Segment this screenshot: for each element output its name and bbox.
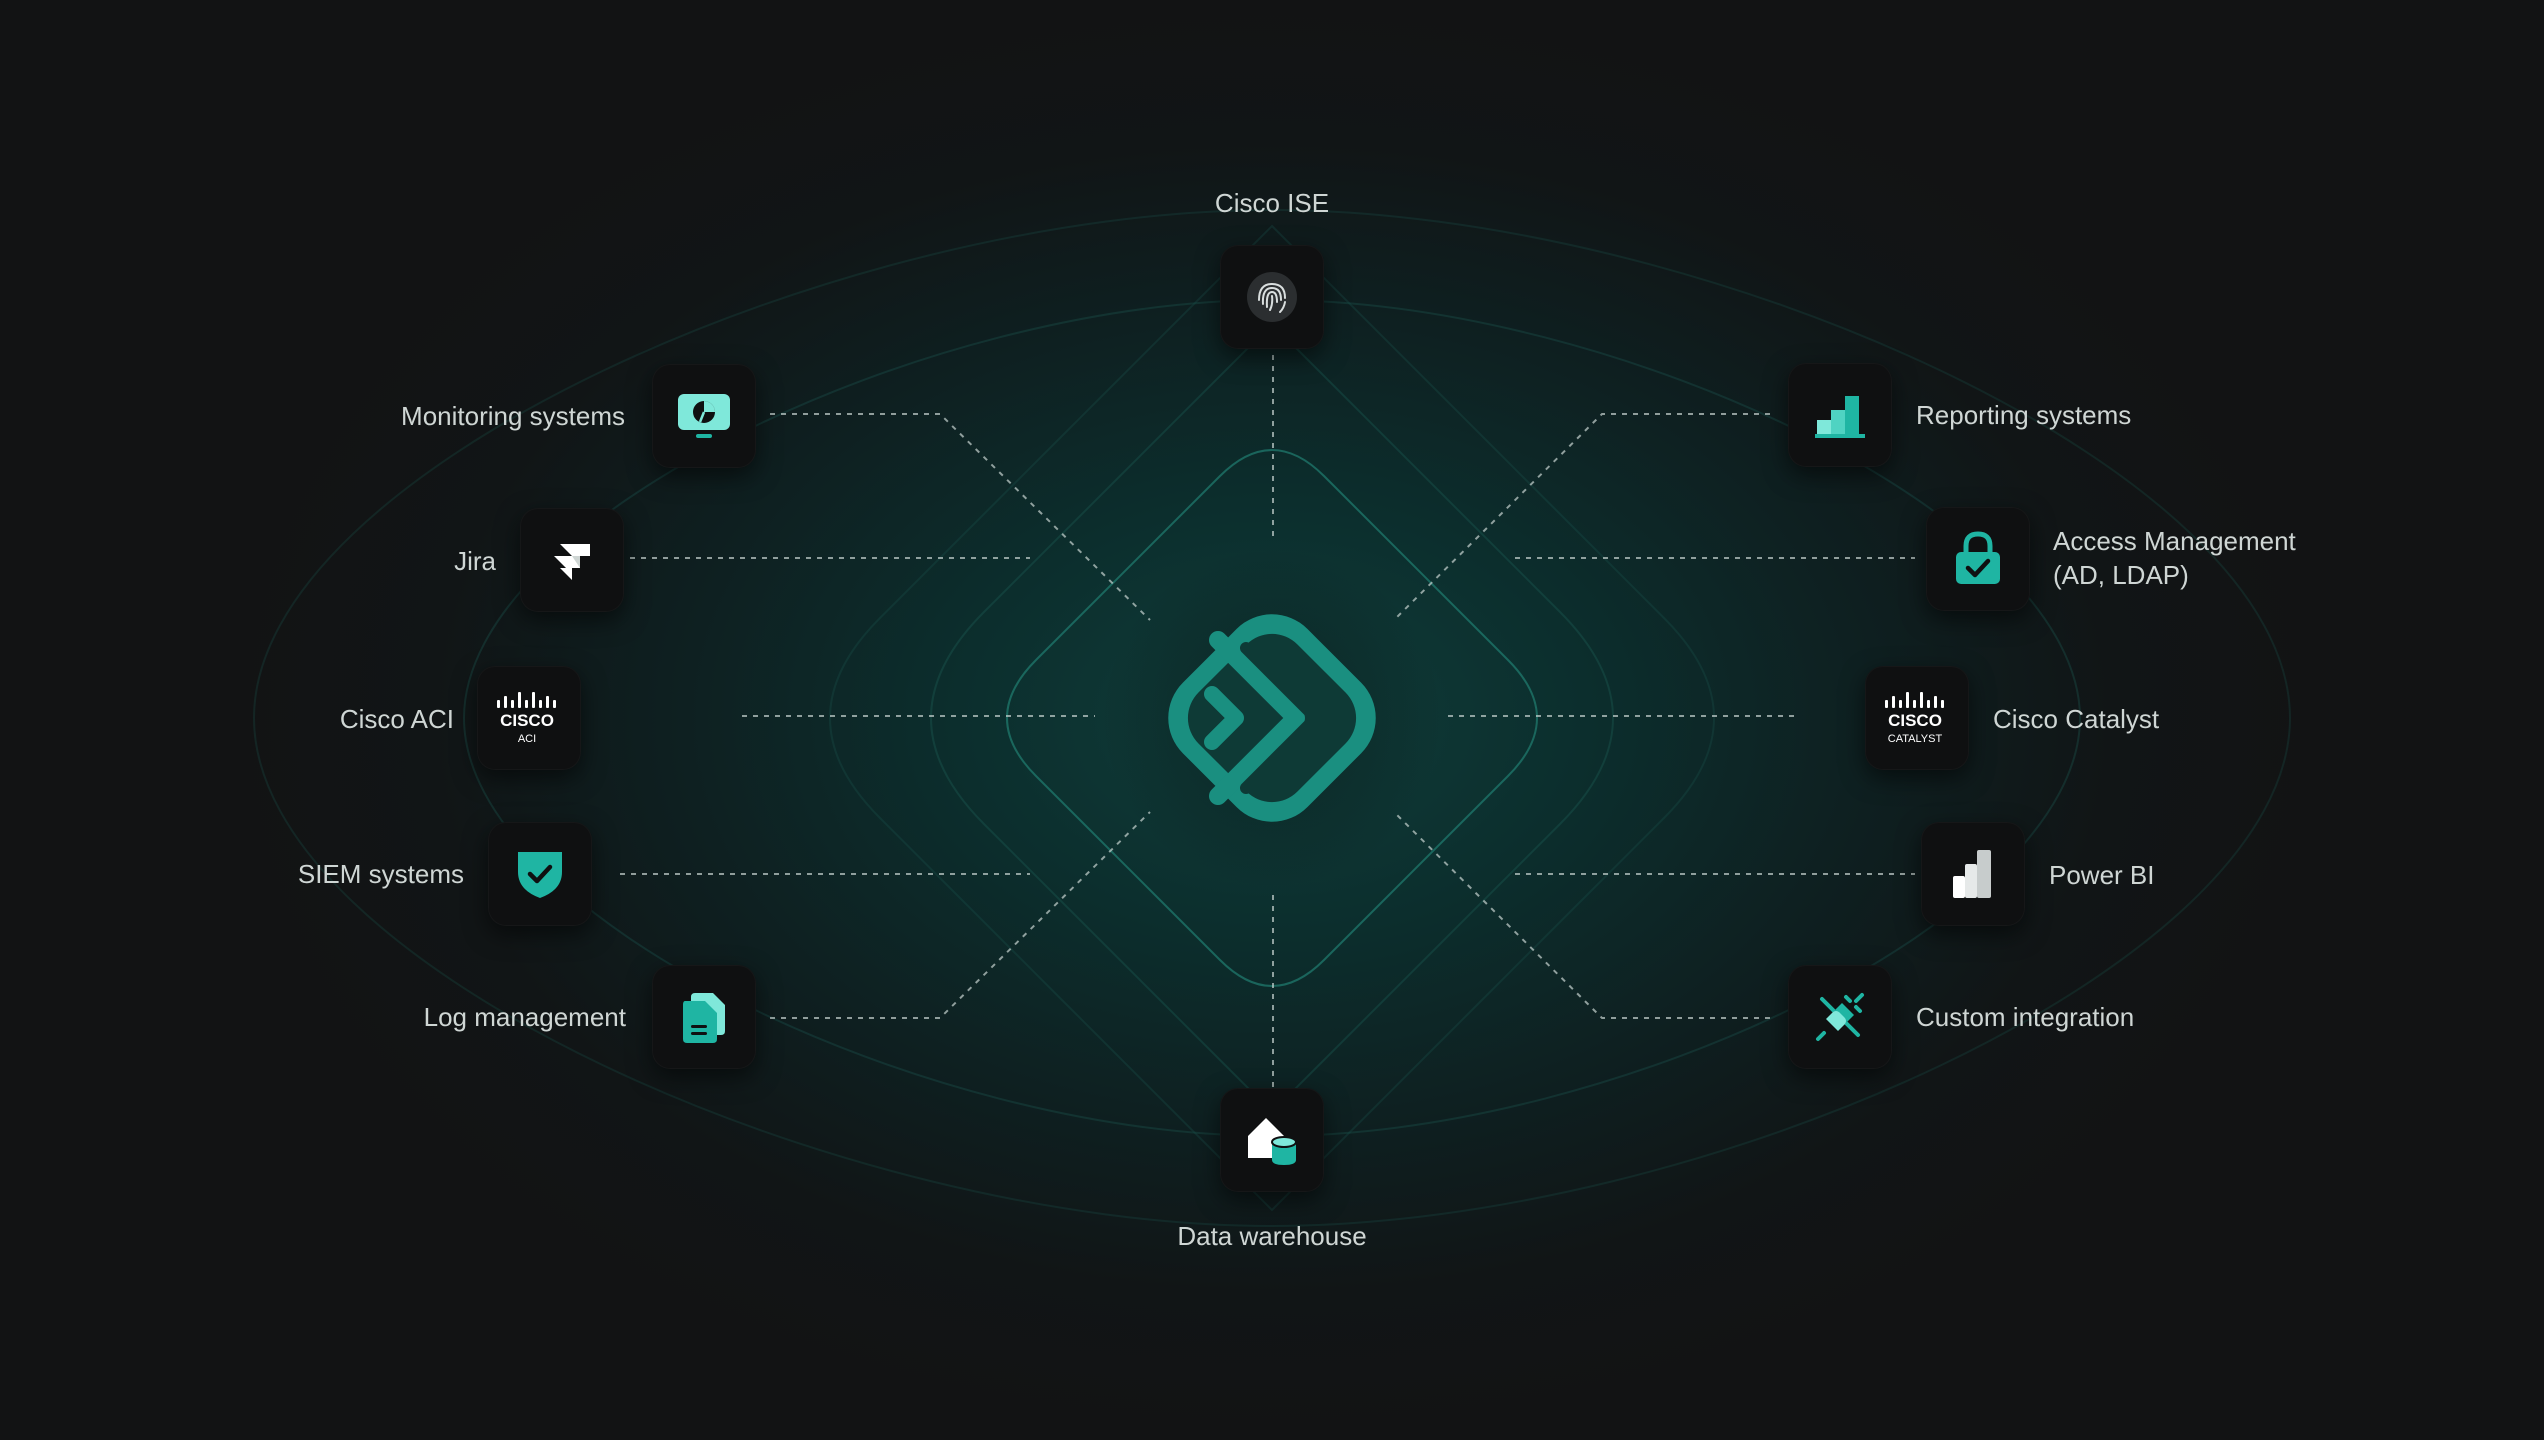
log-mgmt-label: Log management: [423, 1002, 626, 1032]
access-mgmt-label-line2: (AD, LDAP): [2053, 560, 2189, 590]
cisco-catalyst-label: Cisco Catalyst: [1993, 704, 2160, 734]
access-mgmt-label-line1: Access Management: [2053, 526, 2296, 556]
jira-label: Jira: [454, 546, 496, 576]
connector-lines: [620, 355, 1915, 1090]
shield-check-icon: [518, 852, 562, 898]
cisco-aci-label: Cisco ACI: [339, 704, 454, 734]
document-stack-icon: [683, 993, 725, 1043]
monitor-pie-chart-icon: [678, 394, 730, 438]
power-bi-label: Power BI: [2049, 860, 2155, 890]
data-warehouse-label: Data warehouse: [1177, 1221, 1367, 1251]
data-warehouse-node[interactable]: [1220, 1088, 1324, 1192]
cisco-logo-icon: CISCO ACI: [497, 692, 556, 745]
cisco-catalyst-logo-sub: CATALYST: [1888, 733, 1943, 745]
plug-disconnect-icon: [1816, 993, 1864, 1041]
jira-logo-icon: [554, 544, 590, 580]
siem-label: SIEM systems: [297, 859, 464, 889]
cisco-aci-logo-word: CISCO: [500, 711, 554, 730]
reporting-label: Reporting systems: [1916, 400, 2132, 430]
lock-check-icon: [1956, 531, 2000, 584]
cisco-aci-logo-sub: ACI: [518, 733, 536, 745]
custom-integration-label: Custom integration: [1916, 1002, 2135, 1032]
cisco-catalyst-logo-word: CISCO: [1888, 711, 1942, 730]
hub-logo-icon: [1168, 614, 1376, 822]
fingerprint-icon: [1247, 272, 1297, 322]
cisco-ise-node[interactable]: [1220, 245, 1324, 349]
power-bi-icon: [1953, 850, 1991, 898]
jira-node[interactable]: [520, 508, 624, 612]
bar-chart-icon: [1815, 396, 1865, 438]
power-bi-node[interactable]: [1921, 822, 2025, 926]
home-database-icon: [1248, 1118, 1297, 1165]
cisco-ise-label: Cisco ISE: [1214, 188, 1330, 218]
cisco-aci-node[interactable]: CISCO ACI: [477, 666, 581, 770]
access-mgmt-label: Access Management (AD, LDAP): [2053, 524, 2353, 592]
log-mgmt-node[interactable]: [652, 965, 756, 1069]
monitoring-node[interactable]: [652, 364, 756, 468]
cisco-logo-icon: CISCO CATALYST: [1885, 692, 1944, 745]
access-mgmt-node[interactable]: [1926, 507, 2030, 611]
custom-integration-node[interactable]: [1788, 965, 1892, 1069]
reporting-node[interactable]: [1788, 363, 1892, 467]
monitoring-label: Monitoring systems: [401, 401, 625, 431]
cisco-catalyst-node[interactable]: CISCO CATALYST: [1865, 666, 1969, 770]
siem-node[interactable]: [488, 822, 592, 926]
